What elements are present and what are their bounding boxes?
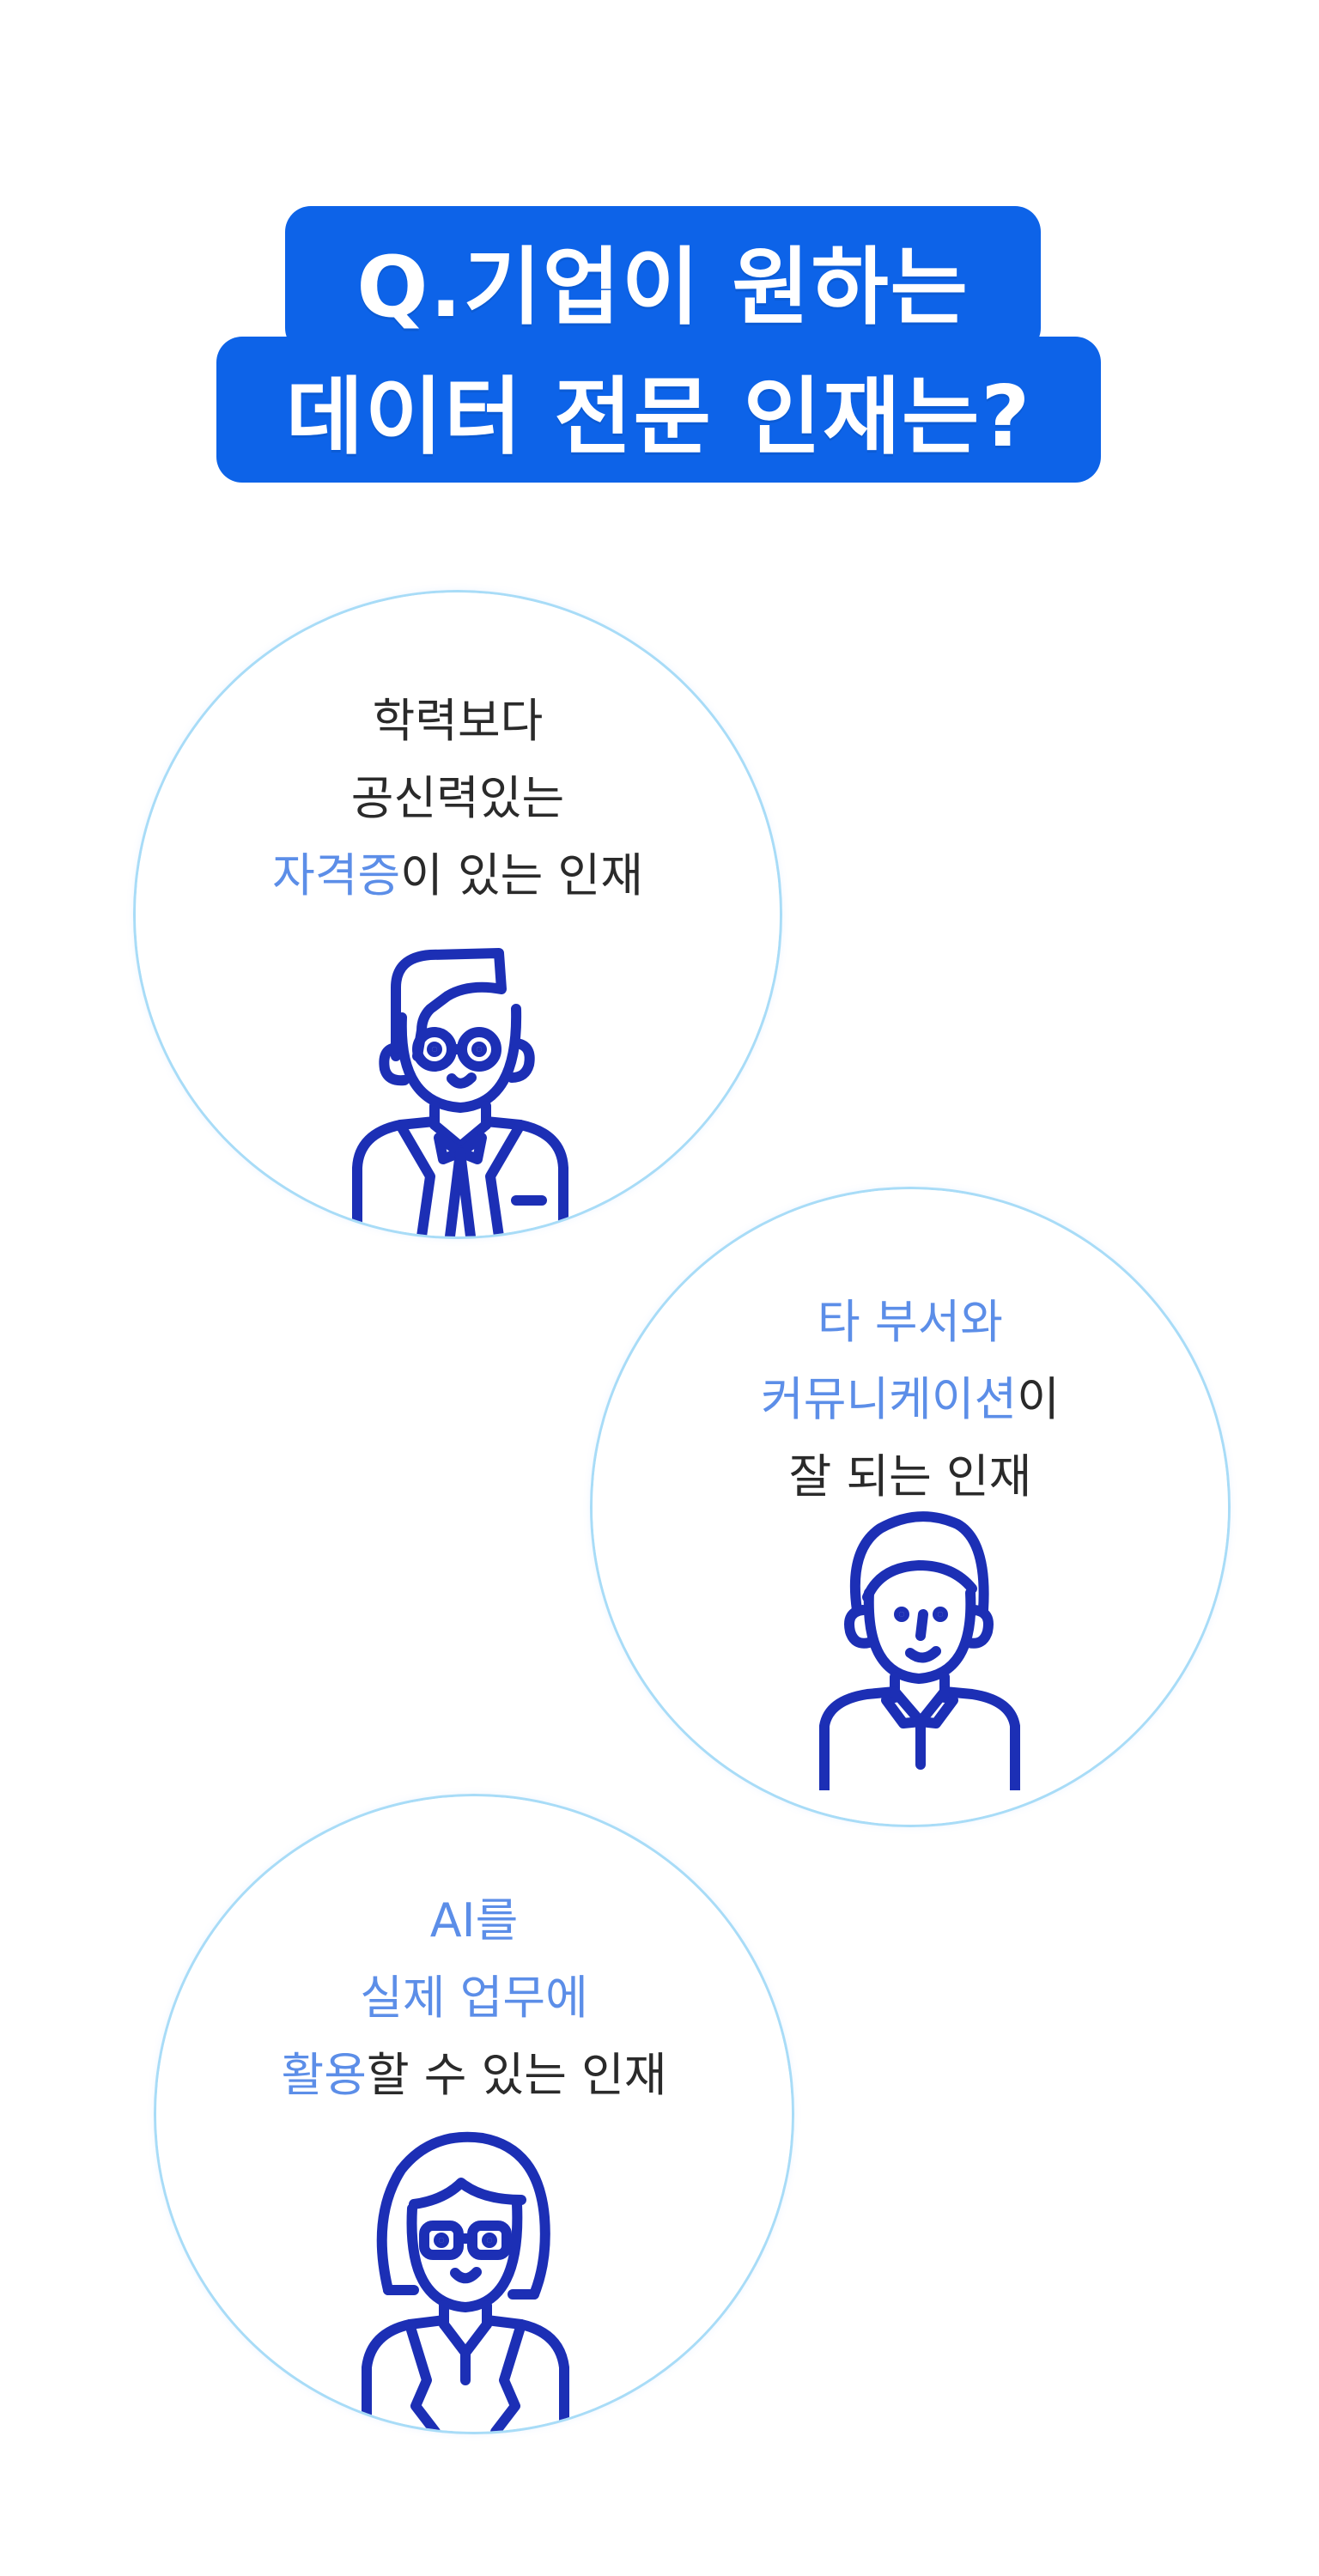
card-line: 커뮤니케이션이 bbox=[593, 1361, 1228, 1438]
card-line-rest: 이 있는 인재 bbox=[400, 848, 643, 902]
card-line: 학력보다 bbox=[372, 694, 544, 748]
card-ai: AI를 실제 업무에 활용할 수 있는 인재 bbox=[156, 1796, 792, 2432]
card-communication: 타 부서와 커뮤니케이션이 잘 되는 인재 bbox=[593, 1189, 1228, 1825]
highlight-text: 타 부서와 bbox=[818, 1295, 1003, 1349]
title-text-1: Q.기업이 원하는 bbox=[356, 239, 969, 337]
title-text-2: 데이터 전문 인재는? bbox=[285, 368, 1032, 466]
highlight-text: AI를 bbox=[429, 1893, 519, 1947]
man-icon bbox=[819, 1511, 1020, 1790]
card-line: 활용할 수 있는 인재 bbox=[156, 2037, 792, 2114]
highlight-text: 실제 업무에 bbox=[360, 1971, 588, 2025]
highlight-text: 커뮤니케이션 bbox=[761, 1372, 1018, 1426]
card-certificate: 학력보다 공신력있는 자격증이 있는 인재 bbox=[136, 592, 780, 1236]
card-line-rest: 할 수 있는 인재 bbox=[366, 2048, 667, 2102]
businessman-icon bbox=[352, 948, 568, 1236]
title-line-1: Q.기업이 원하는 bbox=[285, 206, 1041, 354]
card-line: 자격증이 있는 인재 bbox=[136, 837, 780, 914]
card-text: 타 부서와 커뮤니케이션이 잘 되는 인재 bbox=[593, 1284, 1228, 1516]
highlight-text: 활용 bbox=[281, 2048, 367, 2102]
title-line-2: 데이터 전문 인재는? bbox=[216, 337, 1101, 483]
highlight-text: 자격증 bbox=[272, 848, 401, 902]
card-text: AI를 실제 업무에 활용할 수 있는 인재 bbox=[156, 1882, 792, 2114]
woman-icon bbox=[362, 2131, 569, 2432]
card-line: 공신력있는 bbox=[350, 771, 565, 825]
card-text: 학력보다 공신력있는 자격증이 있는 인재 bbox=[136, 683, 780, 914]
card-line-rest: 이 bbox=[1017, 1372, 1060, 1426]
card-line: 잘 되는 인재 bbox=[788, 1449, 1032, 1504]
